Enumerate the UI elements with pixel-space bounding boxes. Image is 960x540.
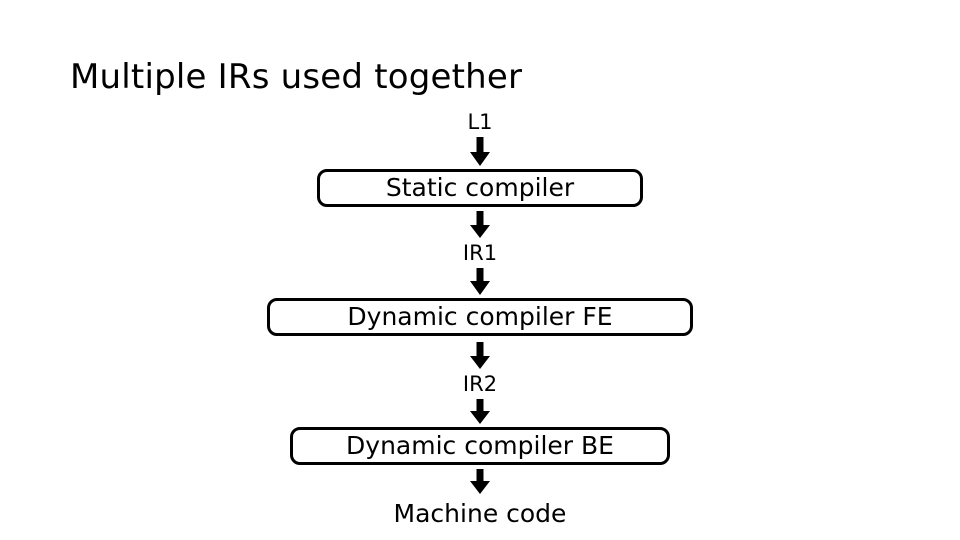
down-arrow-icon <box>470 268 490 295</box>
process-box-dynamic-compiler-fe[interactable]: Dynamic compiler FE <box>267 298 693 336</box>
page-title: Multiple IRs used together <box>70 57 523 97</box>
down-arrow-icon <box>470 469 490 494</box>
flow-label-machine-code: Machine code <box>393 499 567 528</box>
down-arrow-icon <box>470 342 490 369</box>
flow-label-ir2: IR2 <box>462 372 498 396</box>
process-box-static-compiler[interactable]: Static compiler <box>317 169 643 207</box>
down-arrow-icon <box>470 211 490 238</box>
flow-label-ir1: IR1 <box>462 241 498 265</box>
down-arrow-icon <box>470 399 490 424</box>
down-arrow-icon <box>470 137 490 166</box>
process-box-dynamic-compiler-be[interactable]: Dynamic compiler BE <box>290 427 670 465</box>
flow-label-l1: L1 <box>467 110 493 134</box>
flowchart: L1 Static compiler IR1 Dynamic compiler … <box>0 110 960 528</box>
